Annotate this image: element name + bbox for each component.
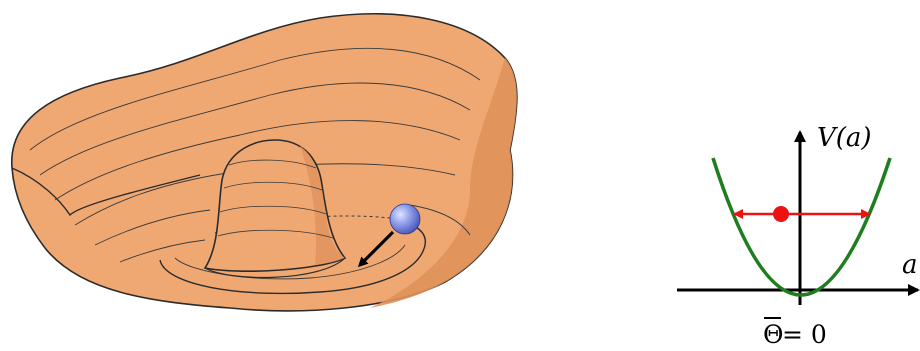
y-axis-label: V(a) — [817, 123, 872, 153]
sphere-icon — [390, 204, 420, 234]
theta-symbol: Θ — [763, 320, 784, 349]
state-point — [773, 206, 789, 222]
potential-bowl — [12, 14, 517, 311]
theta-equals: = 0 — [782, 320, 827, 349]
potential-plot: V(a) a Θ = 0 — [677, 123, 918, 349]
x-axis-label: a — [902, 250, 918, 280]
